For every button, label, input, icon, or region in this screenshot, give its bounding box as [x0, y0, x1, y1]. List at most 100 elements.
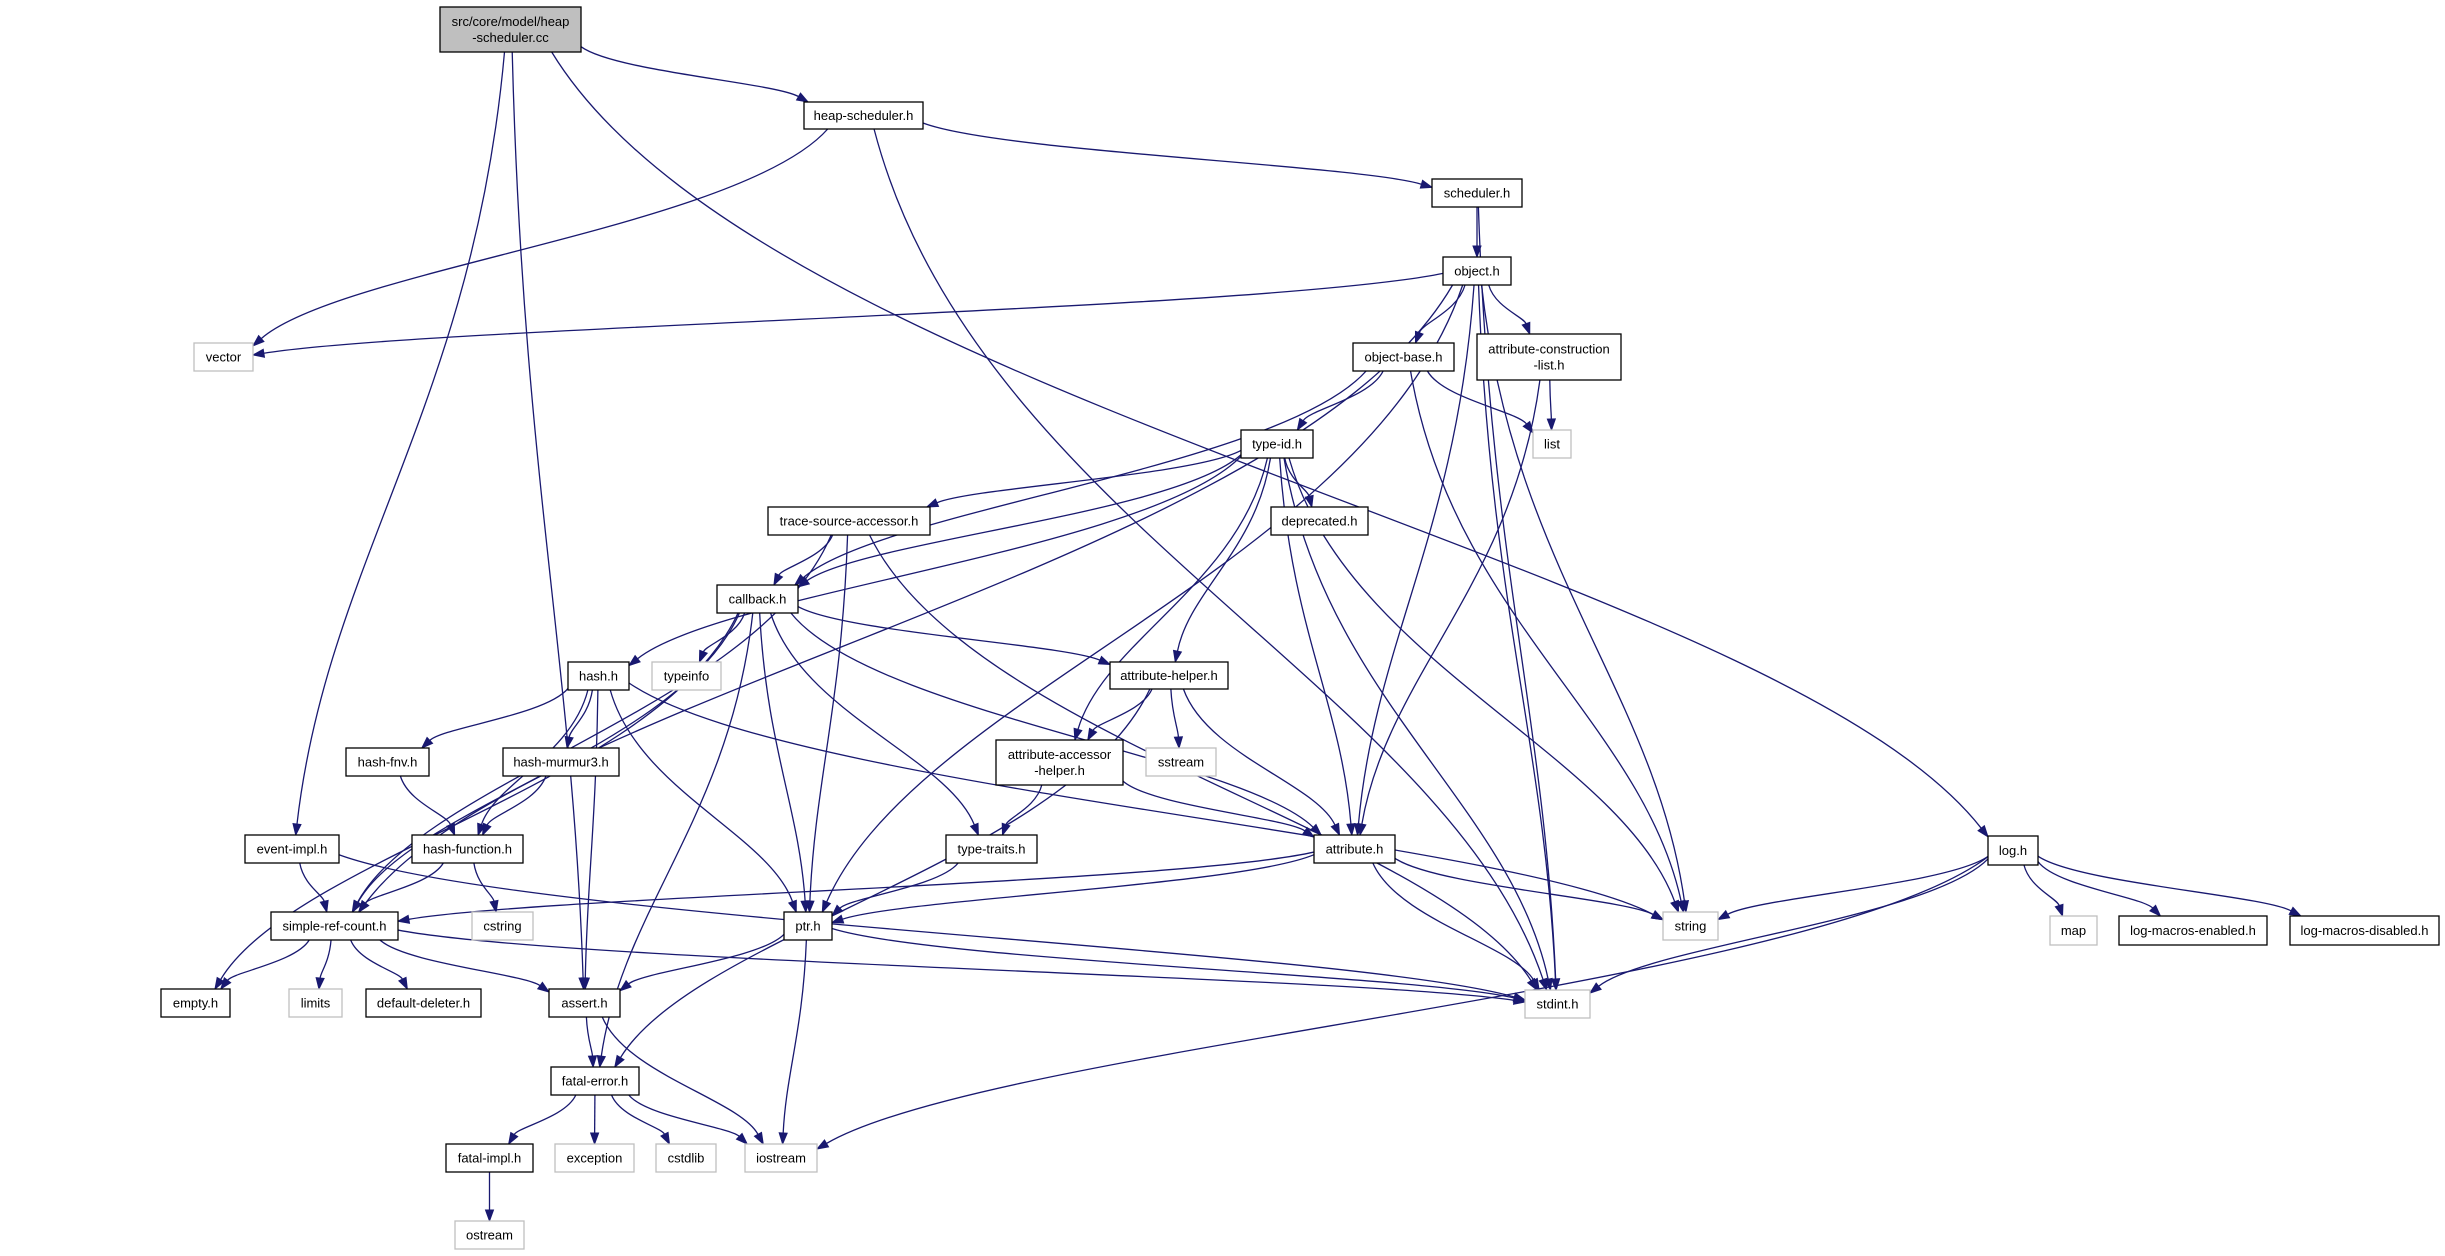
edge-type-id-h-to-attribute-accessor-helper-h — [1073, 457, 1269, 742]
node-box — [1476, 333, 1622, 381]
node-box — [411, 834, 524, 864]
edge-attribute-construction-list-h-to-list — [1546, 379, 1557, 432]
node-empty-h[interactable]: empty.h — [160, 988, 231, 1018]
node-hash-fnv-h[interactable]: hash-fnv.h — [345, 747, 430, 777]
node-hash-murmur3-h[interactable]: hash-murmur3.h — [502, 747, 620, 777]
node-typeinfo: typeinfo — [651, 661, 722, 691]
arrowhead-icon — [1097, 655, 1112, 666]
edge-object-h-to-simple-ref-count-h — [358, 284, 1454, 914]
edge-type-id-h-to-hash-h — [627, 455, 1242, 667]
node-heap-scheduler-h[interactable]: heap-scheduler.h — [803, 101, 924, 130]
node-type-traits-h[interactable]: type-traits.h — [945, 834, 1038, 864]
arrowhead-icon — [596, 1054, 607, 1069]
node-event-impl-h[interactable]: event-impl.h — [244, 834, 340, 864]
edge-attribute-h-to-stdint-h — [1372, 862, 1540, 992]
edge-line — [1549, 379, 1552, 420]
edge-type-id-h-to-string — [1288, 457, 1679, 914]
node-log-h[interactable]: log.h — [1987, 835, 2039, 866]
arrowhead-icon — [481, 822, 492, 837]
node-attribute-helper-h[interactable]: attribute-helper.h — [1109, 661, 1229, 690]
node-box — [1442, 256, 1512, 286]
edge-line — [260, 128, 829, 340]
edge-line — [551, 51, 1982, 829]
arrowhead-icon — [420, 736, 434, 750]
node-list: list — [1532, 429, 1572, 459]
arrowhead-icon — [618, 979, 632, 992]
edge-callback-h-to-type-traits-h — [769, 612, 979, 837]
node-simple-ref-count-h[interactable]: simple-ref-count.h — [270, 911, 399, 941]
node-label: hash-fnv.h — [358, 755, 418, 770]
arrowhead-icon — [778, 1132, 788, 1146]
node-box — [502, 747, 620, 777]
node-fatal-impl-h[interactable]: fatal-impl.h — [445, 1143, 534, 1173]
node-object-base-h[interactable]: object-base.h — [1352, 342, 1455, 372]
node-default-deleter-h[interactable]: default-deleter.h — [365, 988, 482, 1018]
edge-object-base-h-to-string — [1409, 370, 1686, 914]
edge-line — [338, 854, 1515, 998]
arrowhead-icon — [698, 649, 709, 664]
arrowhead-icon — [580, 977, 591, 991]
node-label: cstdlib — [668, 1151, 705, 1166]
edge-line — [778, 534, 834, 576]
node-assert-h[interactable]: assert.h — [548, 988, 621, 1018]
node-hash-h[interactable]: hash.h — [567, 661, 630, 691]
arrowhead-icon — [251, 334, 265, 347]
edge-line — [1727, 855, 1989, 915]
edge-line — [1284, 457, 1310, 497]
edge-hash-h-to-hash-murmur3-h — [564, 689, 594, 750]
nodes-layer: src/core/model/heap-scheduler.cc heap-sch… — [160, 6, 2440, 1250]
node-trace-source-accessor-h[interactable]: trace-source-accessor.h — [767, 506, 931, 536]
node-type-id-h[interactable]: type-id.h — [1240, 429, 1314, 459]
edge-callback-h-to-attribute-helper-h — [797, 605, 1112, 666]
node-label: hash-function.h — [423, 842, 512, 857]
edge-callback-h-to-attribute-h — [790, 612, 1323, 837]
edge-root-to-event-impl-h — [292, 51, 506, 837]
edge-line — [1372, 862, 1535, 981]
node-fatal-error-h[interactable]: fatal-error.h — [550, 1066, 640, 1096]
node-hash-function-h[interactable]: hash-function.h — [411, 834, 524, 864]
edge-line — [1361, 379, 1541, 825]
node-box — [744, 1143, 818, 1173]
edge-line — [628, 1094, 740, 1137]
edge-attribute-helper-h-to-attribute-accessor-helper-h — [1087, 688, 1153, 742]
node-callback-h[interactable]: callback.h — [716, 584, 799, 614]
node-box — [1109, 661, 1229, 690]
edge-line — [826, 856, 1989, 1145]
node-attribute-construction-list-h[interactable]: attribute-construction-list.h — [1476, 333, 1622, 381]
node-box — [651, 661, 722, 691]
node-label: object.h — [1454, 264, 1500, 279]
edge-simple-ref-count-h-to-limits — [315, 939, 332, 991]
edge-log-h-to-map — [2023, 864, 2064, 918]
node-limits: limits — [288, 988, 343, 1018]
edge-line — [628, 933, 785, 985]
edge-attribute-accessor-helper-h-to-type-traits-h — [1001, 784, 1043, 837]
node-attribute-h[interactable]: attribute.h — [1313, 834, 1396, 864]
edge-line — [628, 682, 1654, 916]
edge-line — [584, 689, 599, 979]
arrowhead-icon — [1001, 822, 1011, 837]
edge-hash-h-to-hash-fnv-h — [420, 688, 569, 750]
node-attribute-accessor-helper-h[interactable]: attribute-accessor-helper.h — [995, 739, 1124, 786]
node-object-h[interactable]: object.h — [1442, 256, 1512, 286]
node-box — [193, 342, 254, 372]
node-label: assert.h — [561, 996, 607, 1011]
edge-heap-scheduler-h-to-scheduler-h — [922, 122, 1434, 189]
arrowhead-icon — [2054, 903, 2064, 918]
node-cstdlib: cstdlib — [655, 1143, 717, 1173]
node-label: scheduler.h — [1444, 186, 1511, 201]
node-label: attribute-helper.h — [1120, 668, 1218, 683]
node-ptr-h[interactable]: ptr.h — [783, 911, 833, 941]
arrowhead-icon — [397, 976, 408, 991]
arrowhead-icon — [753, 1131, 764, 1146]
node-label: simple-ref-count.h — [282, 919, 386, 934]
node-log-macros-enabled-h[interactable]: log-macros-enabled.h — [2118, 915, 2268, 946]
arrowhead-icon — [1419, 179, 1434, 189]
arrowhead-icon — [489, 899, 499, 914]
node-log-macros-disabled-h[interactable]: log-macros-disabled.h — [2289, 915, 2440, 946]
edge-line — [511, 51, 584, 979]
edge-line — [263, 272, 1444, 354]
edge-line — [1488, 284, 1527, 325]
node-deprecated-h[interactable]: deprecated.h — [1270, 506, 1369, 536]
node-scheduler-h[interactable]: scheduler.h — [1431, 178, 1523, 208]
node-root[interactable]: src/core/model/heap-scheduler.cc — [439, 6, 582, 53]
